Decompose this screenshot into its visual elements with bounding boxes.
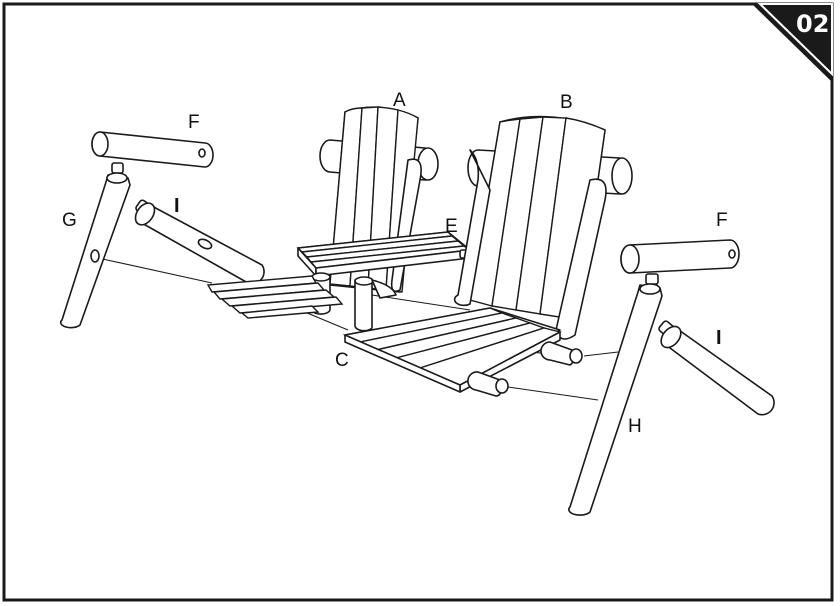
label-g: G bbox=[62, 210, 77, 231]
label-c: C bbox=[335, 350, 349, 371]
label-b: B bbox=[560, 92, 573, 113]
label-f-left: F bbox=[188, 112, 200, 133]
front-posts bbox=[467, 341, 583, 397]
right-connector-i bbox=[658, 320, 775, 416]
seat-c bbox=[342, 307, 562, 393]
left-seat bbox=[206, 275, 344, 319]
label-a: A bbox=[393, 90, 406, 111]
step-badge: 02 bbox=[752, 3, 833, 82]
label-i-left: I bbox=[174, 195, 180, 217]
left-leg-g bbox=[59, 162, 131, 329]
label-e: E bbox=[445, 216, 458, 237]
chair-back-b bbox=[453, 115, 633, 340]
label-h: H bbox=[628, 416, 642, 437]
label-f-right: F bbox=[716, 210, 728, 231]
step-number: 02 bbox=[796, 10, 829, 38]
left-armrest-f bbox=[91, 131, 214, 168]
right-leg-h bbox=[568, 273, 663, 516]
label-i-right: I bbox=[716, 327, 722, 349]
right-armrest-f bbox=[620, 239, 740, 274]
